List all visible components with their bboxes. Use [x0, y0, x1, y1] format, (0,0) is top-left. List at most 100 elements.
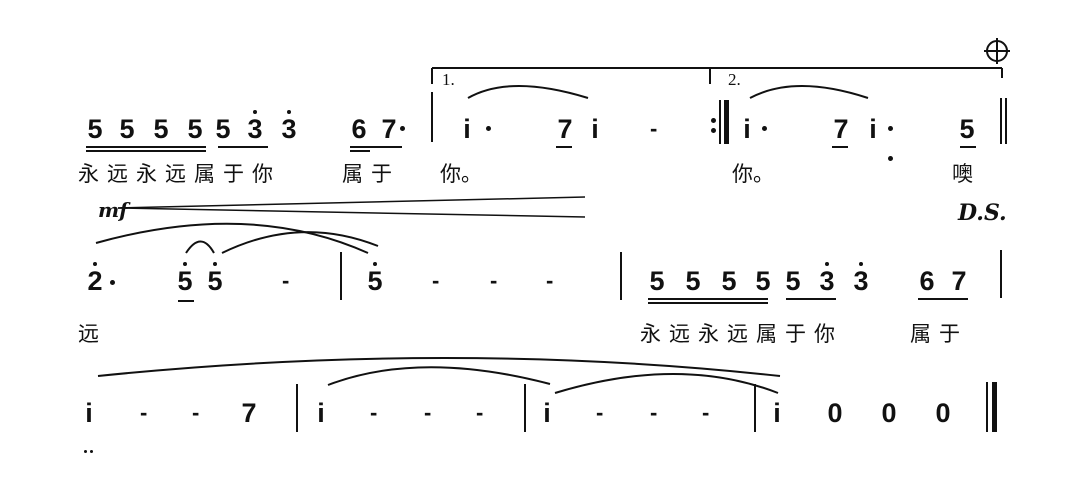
- barline: [296, 384, 298, 432]
- high-octave-dot: [253, 110, 257, 114]
- note: i: [869, 114, 877, 144]
- note: 7: [833, 114, 849, 144]
- note: 5: [177, 266, 193, 296]
- repeat-barline: [724, 100, 729, 144]
- augmentation-dot: [400, 126, 405, 131]
- note: 6: [351, 114, 367, 144]
- dash: -: [596, 400, 604, 425]
- note: 7: [241, 398, 257, 428]
- barline: [1000, 250, 1002, 298]
- underline: [832, 146, 848, 148]
- note: 5: [367, 266, 383, 296]
- note: 5: [87, 114, 103, 144]
- underline: [786, 298, 836, 300]
- lyric: 噢: [952, 162, 973, 186]
- barline: [1000, 98, 1002, 144]
- dash: -: [424, 400, 432, 425]
- lyric: 远: [78, 322, 99, 346]
- high-octave-dot: [183, 262, 187, 266]
- note: 5: [207, 266, 223, 296]
- augmentation-dot: [486, 126, 491, 131]
- barline: [524, 384, 526, 432]
- underline: [648, 298, 768, 300]
- note: 5: [119, 114, 135, 144]
- lyric: 永远永远属于你: [640, 322, 843, 346]
- underline: [350, 150, 370, 152]
- note: 3: [819, 266, 835, 296]
- dash: -: [476, 400, 484, 425]
- note: 5: [187, 114, 203, 144]
- underline: [178, 300, 194, 302]
- note: 3: [853, 266, 869, 296]
- low-octave-dot: [90, 450, 93, 453]
- note: i: [317, 398, 325, 428]
- lyric: 你。: [440, 162, 482, 186]
- note: 5: [649, 266, 665, 296]
- augmentation-dot: [888, 126, 893, 131]
- barline: [754, 384, 756, 432]
- high-octave-dot: [373, 262, 377, 266]
- dynamic-mf: mf: [98, 198, 128, 222]
- barline: [431, 92, 433, 142]
- underline: [918, 298, 968, 300]
- note: 3: [247, 114, 263, 144]
- high-octave-dot: [93, 262, 97, 266]
- dash: -: [282, 268, 290, 293]
- note: 7: [557, 114, 573, 144]
- note: 3: [281, 114, 297, 144]
- lyric: 属于: [910, 322, 968, 346]
- note: 0: [827, 398, 843, 428]
- note: i: [743, 114, 751, 144]
- note: 7: [381, 114, 397, 144]
- barline: [620, 252, 622, 300]
- high-octave-dot: [213, 262, 217, 266]
- high-octave-dot: [859, 262, 863, 266]
- underline: [86, 146, 206, 148]
- dash: -: [192, 400, 200, 425]
- low-octave-dot: [84, 450, 87, 453]
- high-octave-dot: [825, 262, 829, 266]
- note: 5: [721, 266, 737, 296]
- dal-segno-label: D.S.: [958, 200, 1007, 226]
- barline: [340, 252, 342, 300]
- dash: -: [702, 400, 710, 425]
- underline: [86, 150, 206, 152]
- repeat-dot: [711, 118, 716, 123]
- note: 0: [935, 398, 951, 428]
- note: i: [463, 114, 471, 144]
- note: 7: [951, 266, 967, 296]
- volta-2-label: 2.: [728, 70, 741, 89]
- dash: -: [650, 400, 658, 425]
- final-barline-thick: [992, 382, 997, 432]
- note: 0: [881, 398, 897, 428]
- volta-1-label: 1.: [442, 70, 455, 89]
- lyric: 属于: [342, 162, 400, 186]
- final-barline-thin: [986, 382, 988, 432]
- lyric: 你。: [732, 162, 774, 186]
- lyric: 永远永远属于你: [78, 162, 281, 186]
- note: i: [85, 398, 93, 428]
- note: i: [773, 398, 781, 428]
- note: 5: [215, 114, 231, 144]
- note: i: [543, 398, 551, 428]
- note: 2: [87, 266, 103, 296]
- underline: [350, 146, 402, 148]
- note: i: [591, 114, 599, 144]
- high-octave-dot: [287, 110, 291, 114]
- dot: [888, 156, 893, 161]
- augmentation-dot: [110, 280, 115, 285]
- dash: -: [650, 116, 658, 141]
- barline: [719, 100, 721, 144]
- dash: -: [432, 268, 440, 293]
- underline: [218, 146, 268, 148]
- dash: -: [370, 400, 378, 425]
- underline: [960, 146, 976, 148]
- repeat-dot: [711, 128, 716, 133]
- note: 5: [755, 266, 771, 296]
- dash: -: [546, 268, 554, 293]
- barline: [1005, 98, 1007, 144]
- note: 5: [785, 266, 801, 296]
- coda-icon: [984, 38, 1010, 64]
- dash: -: [140, 400, 148, 425]
